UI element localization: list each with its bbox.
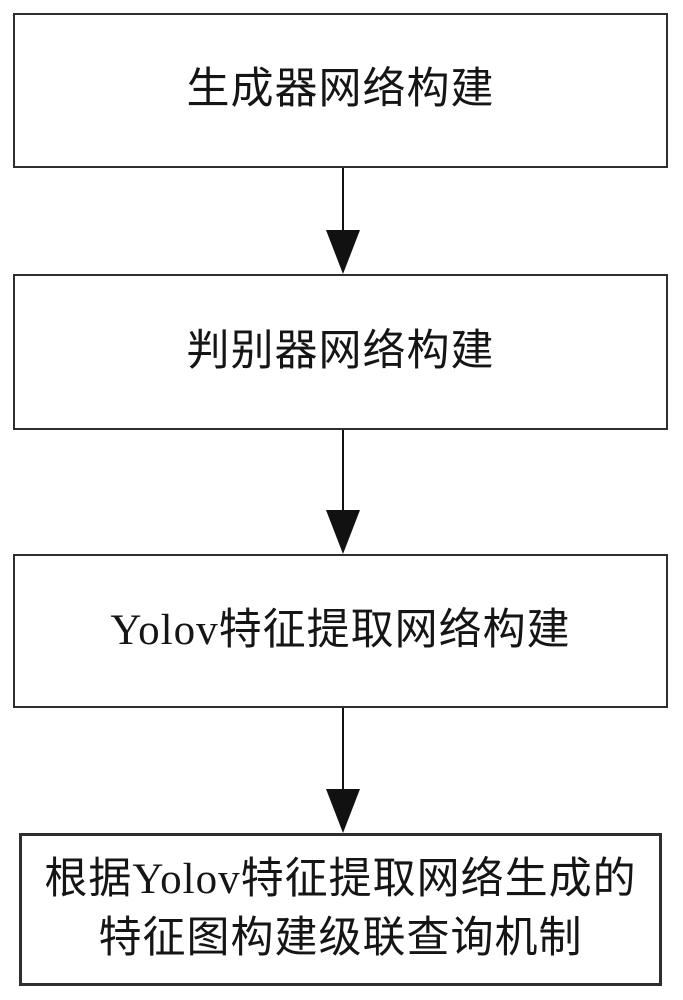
step-box-discriminator-network: 判别器网络构建: [13, 274, 668, 430]
step-box-generator-network: 生成器网络构建: [13, 13, 668, 168]
flow-arrow-1: [325, 168, 361, 274]
arrow-shaft: [342, 430, 344, 510]
step-label-line-1: 根据Yolov特征提取网络生成的: [44, 856, 637, 904]
step-box-cascade-query-mechanism: 根据Yolov特征提取网络生成的 特征图构建级联查询机制: [19, 833, 662, 986]
step-label: 判别器网络构建: [186, 327, 495, 375]
arrow-shaft: [342, 708, 344, 789]
step-label-line-2: 特征图构建级联查询机制: [98, 914, 583, 962]
step-box-yolov-feature-network: Yolov特征提取网络构建: [13, 554, 668, 708]
step-label: Yolov特征提取网络构建: [110, 606, 571, 654]
arrowhead-down-icon: [326, 789, 360, 833]
step-label: 生成器网络构建: [186, 66, 495, 114]
flow-arrow-3: [325, 708, 361, 833]
arrowhead-down-icon: [326, 230, 360, 274]
flow-arrow-2: [325, 430, 361, 554]
arrowhead-down-icon: [326, 510, 360, 554]
arrow-shaft: [342, 168, 344, 230]
